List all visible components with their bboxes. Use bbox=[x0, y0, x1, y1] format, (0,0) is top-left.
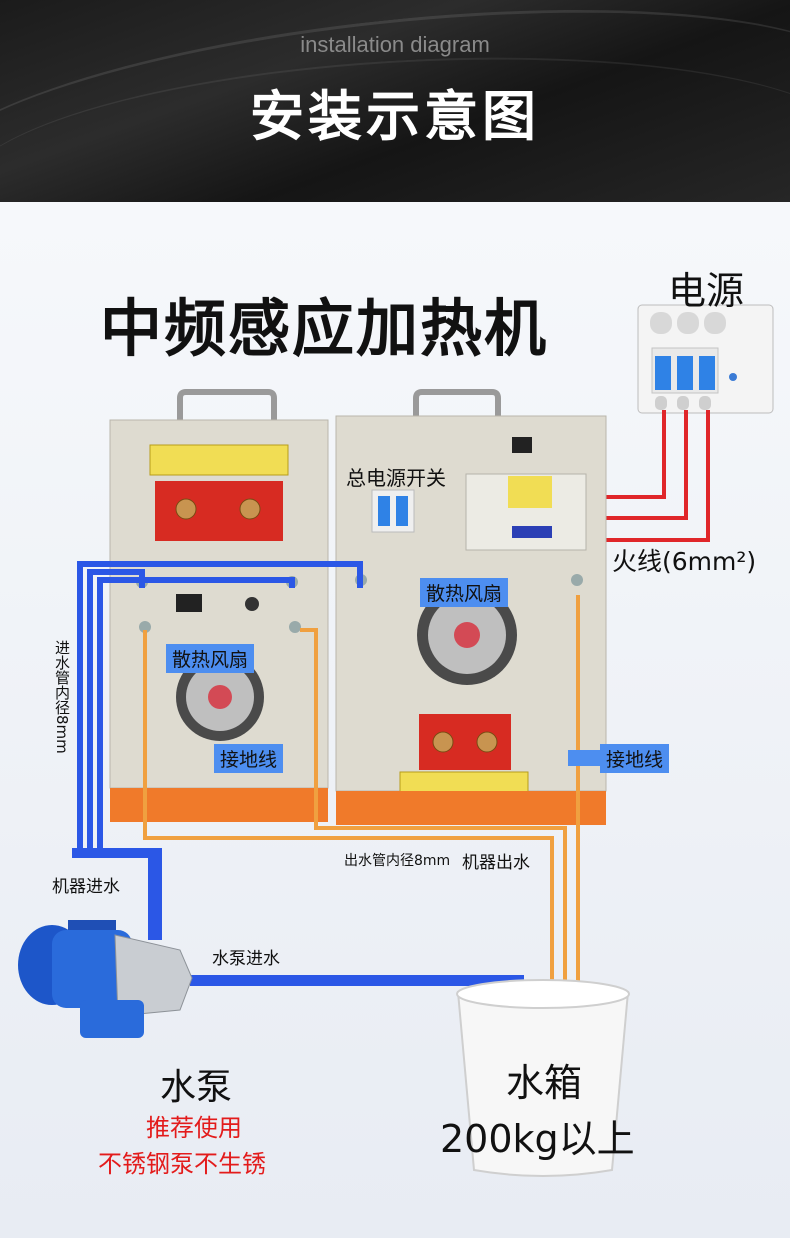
right-machine bbox=[335, 389, 607, 825]
outlet-pipe-label: 出水管内径8mm bbox=[344, 853, 451, 869]
pump-feed-pipe bbox=[148, 852, 162, 940]
machine-inlet-label: 机器进水 bbox=[52, 877, 120, 897]
pump-suction-pipe bbox=[190, 975, 524, 986]
inlet-manifold bbox=[72, 848, 162, 858]
header-banner: installation diagram 安装示意图 bbox=[0, 0, 790, 306]
power-source-label: 电源 bbox=[668, 269, 745, 313]
machine-outlet-label: 机器出水 bbox=[462, 853, 530, 873]
pump-title: 水泵 bbox=[160, 1067, 233, 1108]
water-outlet-pipes bbox=[143, 595, 580, 1000]
ground-label-left: 接地线 bbox=[214, 744, 284, 773]
pump-recommend: 推荐使用 bbox=[146, 1114, 242, 1142]
inlet-pipe-label: 进水管内径8mm bbox=[53, 640, 71, 754]
tank-capacity: 200kg以上 bbox=[440, 1117, 635, 1161]
main-switch-label: 总电源开关 bbox=[346, 466, 446, 490]
power-breaker bbox=[637, 304, 774, 414]
fan-label-left: 散热风扇 bbox=[166, 644, 255, 673]
tank-title: 水箱 bbox=[506, 1061, 583, 1105]
ground-label-right: 接地线 bbox=[600, 744, 670, 773]
water-pump bbox=[18, 920, 193, 1038]
water-tank bbox=[456, 979, 630, 1177]
live-wire-label: 火线(6mm²) bbox=[612, 547, 757, 576]
machine-title: 中频感应加热机 bbox=[100, 292, 549, 365]
ground-wire-right bbox=[568, 750, 600, 766]
pump-note: 不锈钢泵不生锈 bbox=[98, 1150, 266, 1178]
pump-inlet-label: 水泵进水 bbox=[212, 949, 280, 969]
header-subtitle: installation diagram bbox=[300, 32, 490, 57]
fan-label-right: 散热风扇 bbox=[420, 578, 509, 607]
header-title: 安装示意图 bbox=[250, 85, 540, 148]
